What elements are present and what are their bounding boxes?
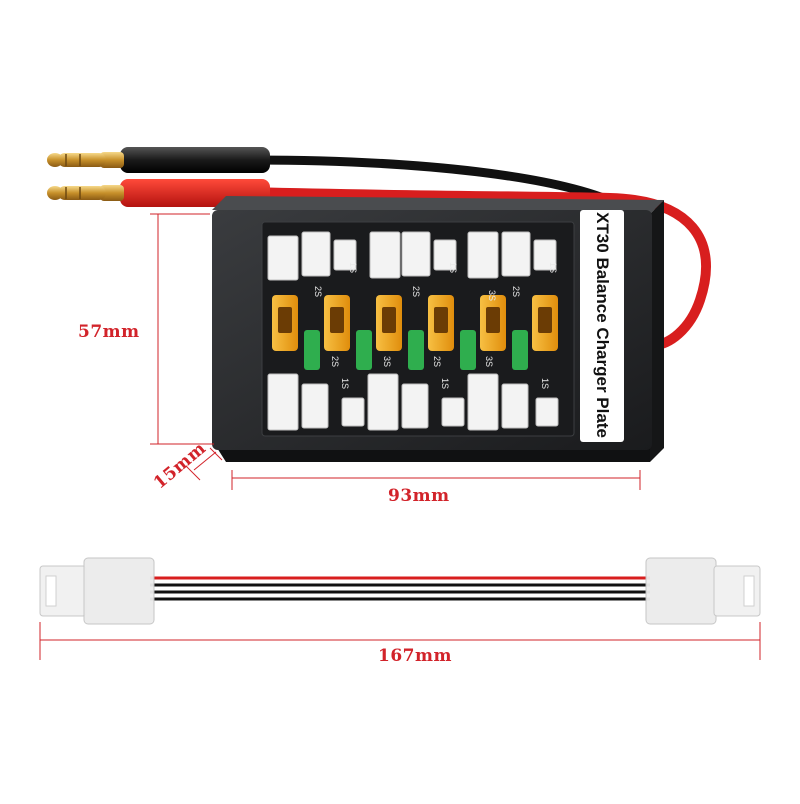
port-label: 1S <box>548 262 558 274</box>
xt30-connectors <box>272 295 558 351</box>
port-label: 1S <box>340 378 350 390</box>
port-label: 3S <box>382 356 392 368</box>
plate-title-label: XT30 Balance Charger Plate <box>583 212 621 438</box>
height-dimension-label: 57mm <box>78 322 140 342</box>
plate-title-text: XT30 Balance Charger Plate <box>593 212 613 438</box>
port-label: 2S <box>411 286 421 298</box>
cable-length-label: 167mm <box>378 646 452 666</box>
port-label: 3S <box>484 356 494 368</box>
fuses <box>304 330 528 370</box>
port-label: 2S <box>432 356 442 368</box>
port-label: 1S <box>448 262 458 274</box>
port-label: 1S <box>348 262 358 274</box>
cable-dimension-line <box>39 622 761 660</box>
balance-extension-cable <box>39 557 761 625</box>
balance-ports-bottom <box>267 373 559 431</box>
width-dimension-label: 93mm <box>388 486 450 506</box>
port-label: 2S <box>330 356 340 368</box>
port-label: 2S <box>313 286 323 298</box>
port-label: 1S <box>540 378 550 390</box>
balance-ports-top <box>267 231 557 281</box>
port-label: 3S <box>487 290 497 302</box>
port-label: 2S <box>511 286 521 298</box>
black-banana-plug <box>47 147 270 173</box>
dimension-lines <box>150 213 641 490</box>
port-label: 1S <box>440 378 450 390</box>
